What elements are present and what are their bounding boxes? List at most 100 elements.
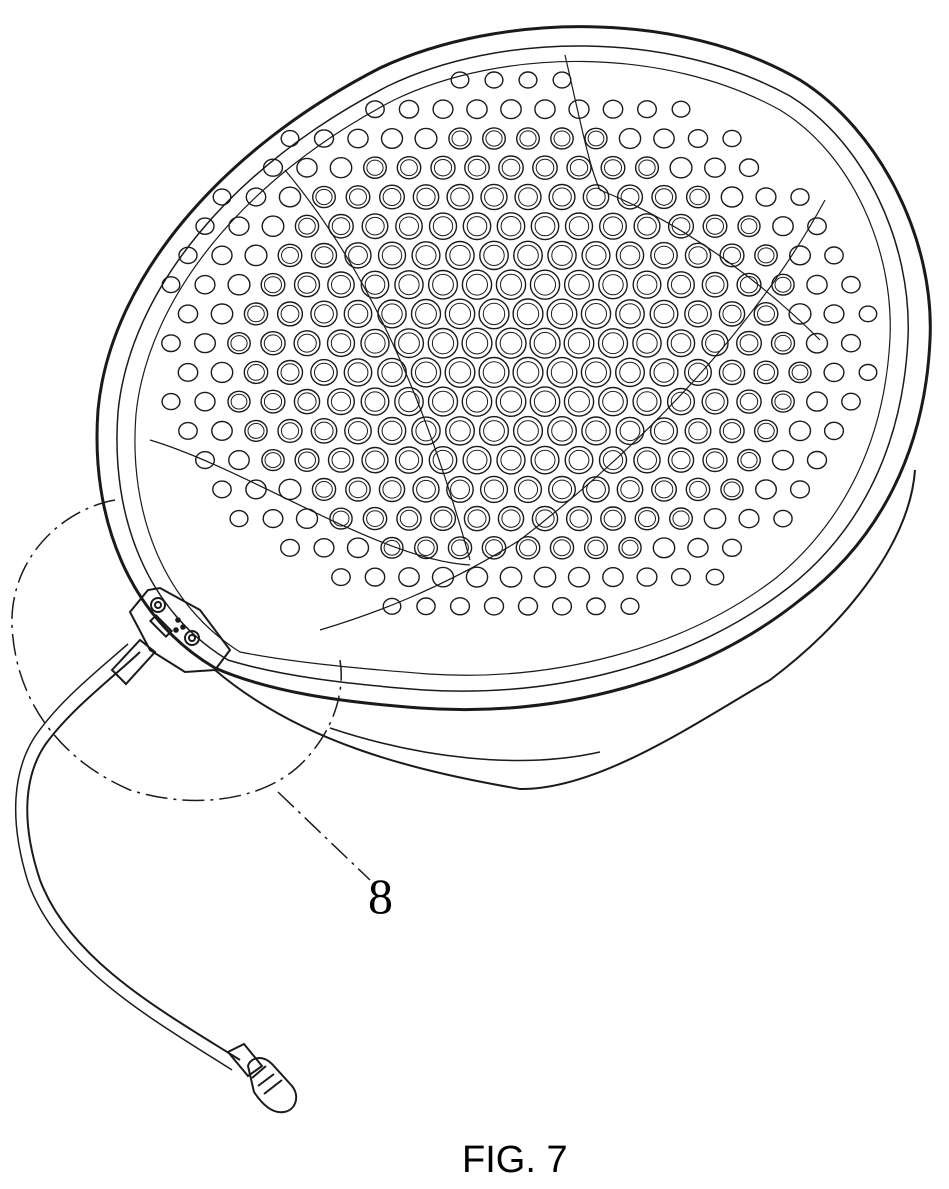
- perforation-hole-inner: [588, 540, 604, 555]
- helmet-shell-crease: [330, 728, 600, 760]
- perforation-hole-inner: [349, 481, 367, 498]
- perforation-hole-inner: [552, 480, 571, 499]
- perforation-hole: [791, 481, 810, 498]
- perforation-hole-inner: [485, 188, 504, 206]
- perforation-hole-inner: [654, 422, 673, 441]
- perforation-hole-inner: [604, 510, 622, 527]
- perforation-hole-inner: [638, 217, 657, 235]
- perforation-hole-inner: [740, 393, 757, 410]
- perforation-hole-inner: [383, 481, 401, 498]
- perforation-hole-inner: [348, 304, 368, 323]
- perforation-hole: [587, 598, 605, 615]
- perforation-hole-inner: [501, 217, 521, 236]
- perforation-hole: [467, 100, 487, 119]
- perforation-hole-inner: [740, 277, 757, 293]
- perforation-hole: [365, 568, 384, 586]
- perforation-hole-inner: [637, 333, 657, 353]
- perforation-hole-inner: [621, 481, 639, 499]
- perforation-hole: [807, 392, 828, 411]
- perforation-hole: [653, 538, 674, 558]
- perforation-hole: [723, 130, 741, 146]
- perforation-hole-inner: [281, 423, 298, 439]
- perforation-hole-inner: [502, 510, 520, 527]
- perforation-hole-inner: [467, 274, 488, 295]
- perforation-hole-inner: [570, 510, 588, 527]
- perforation-hole: [162, 277, 180, 293]
- perforation-hole-inner: [316, 482, 333, 498]
- perforation-hole-inner: [467, 450, 487, 470]
- perforation-hole-inner: [349, 422, 368, 441]
- perforation-hole-inner: [518, 245, 539, 265]
- perforation-hole-inner: [382, 246, 401, 265]
- perforation-hole-inner: [486, 131, 502, 146]
- perforation-hole-inner: [587, 480, 606, 498]
- perforation-hole-inner: [620, 362, 641, 382]
- perforation-hole: [756, 188, 776, 206]
- perforation-hole-inner: [620, 246, 640, 265]
- perforation-hole-inner: [298, 334, 317, 352]
- perforation-hole: [382, 129, 403, 149]
- perforation-hole-inner: [553, 188, 572, 206]
- perforation-hole-inner: [382, 362, 402, 382]
- perforation-hole-inner: [758, 306, 775, 322]
- perforation-hole-inner: [332, 452, 350, 469]
- perforation-hole-inner: [723, 423, 740, 440]
- perforation-hole: [195, 334, 216, 353]
- perforation-hole-inner: [620, 421, 640, 440]
- perforation-hole-inner: [449, 303, 470, 324]
- perforation-hole: [451, 598, 470, 615]
- perforation-hole-inner: [518, 480, 537, 499]
- perforation-hole: [315, 130, 334, 147]
- perforation-hole-inner: [434, 160, 451, 176]
- perforation-hole-inner: [298, 276, 316, 293]
- perforation-hole-inner: [654, 304, 674, 323]
- perforation-hole-inner: [483, 362, 505, 383]
- perforation-hole-inner: [671, 275, 690, 294]
- perforation-hole: [740, 159, 759, 176]
- perforation-hole-inner: [724, 482, 740, 497]
- perforation-hole-inner: [518, 421, 539, 442]
- perforation-hole: [399, 100, 418, 118]
- perforation-hole-inner: [281, 305, 299, 322]
- perforation-hole-inner: [452, 540, 469, 556]
- cable-strain-relief: [112, 640, 155, 684]
- perforation-hole-inner: [639, 511, 656, 527]
- perforation-hole-inner: [502, 159, 520, 176]
- perforation-hole: [366, 101, 384, 118]
- perforation-hole-inner: [520, 540, 537, 556]
- perforation-hole-inner: [416, 362, 437, 383]
- perforation-hole-inner: [299, 218, 316, 234]
- perforation-hole-inner: [535, 274, 556, 295]
- perforation-hole: [706, 569, 723, 585]
- perforation-hole-inner: [433, 274, 454, 295]
- perforation-hole-inner: [449, 362, 470, 383]
- perforation-hole-inner: [367, 160, 383, 175]
- perforation-hole: [688, 539, 708, 558]
- perforation-hole: [417, 598, 435, 615]
- perforation-hole-inner: [741, 453, 757, 468]
- perforation-hole-inner: [433, 217, 452, 236]
- perforation-hole-inner: [466, 391, 487, 412]
- perforation-hole: [519, 598, 538, 615]
- perforation-hole-inner: [604, 217, 623, 236]
- perforation-hole: [262, 216, 284, 236]
- perforation-hole-inner: [586, 304, 607, 325]
- perforation-hole-inner: [400, 510, 417, 527]
- perforation-hole-inner: [740, 335, 758, 352]
- perforation-hole-inner: [568, 333, 589, 354]
- perforation-hole-inner: [281, 364, 299, 381]
- perforation-hole-inner: [706, 276, 724, 294]
- perforation-hole-inner: [569, 274, 590, 295]
- perforation-hole: [466, 567, 487, 587]
- perforation-hole: [553, 598, 572, 615]
- perforation-hole: [825, 247, 843, 264]
- perforation-hole: [688, 130, 707, 148]
- perforation-hole-inner: [552, 421, 573, 441]
- perforation-hole-inner: [554, 131, 570, 146]
- perforation-hole-inner: [282, 247, 299, 263]
- perforation-hole-inner: [264, 394, 281, 410]
- perforation-hole-inner: [467, 217, 487, 236]
- perforation-hole-inner: [365, 392, 385, 411]
- perforation-hole-inner: [569, 391, 590, 412]
